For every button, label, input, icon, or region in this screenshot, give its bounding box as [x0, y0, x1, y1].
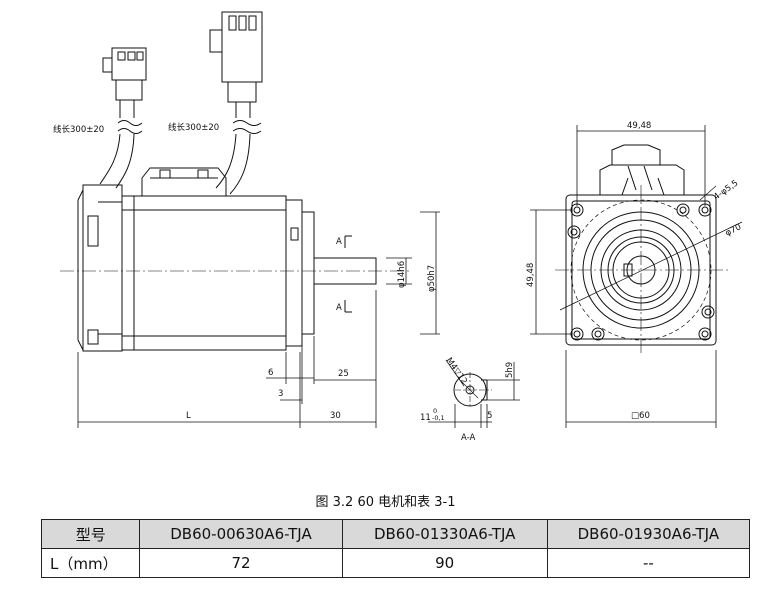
- dim-square-label: □60: [631, 411, 650, 421]
- dim-width-top-label: 49,48: [627, 121, 651, 131]
- dim-circle-label: φ70: [724, 222, 743, 238]
- motor-shaft: [313, 257, 377, 285]
- dim-25-label: 25: [338, 369, 349, 379]
- table-header-cell: 型号: [40, 519, 141, 549]
- cable-outlet-block: [141, 167, 227, 196]
- dim-holes-label: 4-φ5,5: [712, 178, 740, 202]
- dim-length-label: L: [186, 411, 191, 421]
- figure-caption: 图 3.2 60 电机和表 3-1: [315, 495, 456, 510]
- table-cell: L（mm）: [40, 548, 141, 578]
- dim-5-label: 5: [487, 411, 492, 421]
- dim-6-label: 6: [268, 368, 273, 378]
- dim-11-tol-lower: -0,1: [432, 414, 445, 422]
- section-mark-top: A: [336, 237, 342, 247]
- side-dimensions: [77, 211, 440, 428]
- rear-cover: [82, 184, 123, 352]
- dim-height-side-label: 49,48: [526, 263, 536, 287]
- left-connector: [102, 47, 147, 101]
- dim-5h9-label: 5h9: [505, 362, 515, 378]
- right-connector: [209, 11, 263, 103]
- section-label: A-A: [461, 433, 476, 443]
- table-row: L（mm） 72 90 --: [40, 548, 751, 578]
- dim-shaft-label: φ14h6: [397, 261, 407, 288]
- table-header-row: 型号 DB60-00630A6-TJA DB60-01330A6-TJA DB6…: [40, 519, 751, 549]
- cable-length-label-right: 线长300±20: [168, 122, 219, 133]
- dim-pilot-label: φ50h7: [427, 265, 437, 292]
- section-mark-bottom: A: [336, 303, 342, 313]
- table-cell: 90: [341, 548, 548, 578]
- front-dimensions: [530, 125, 717, 428]
- cable-length-label-left: 线长300±20: [53, 124, 104, 135]
- table-cell: --: [546, 548, 751, 578]
- dim-11-label: 11: [420, 413, 431, 423]
- dim-11-tol-upper: 0: [433, 407, 437, 415]
- motor-flange: [285, 199, 303, 347]
- cables: [99, 100, 262, 195]
- dimension-table: 型号 DB60-00630A6-TJA DB60-01330A6-TJA DB6…: [40, 519, 751, 578]
- table-header-cell: DB60-01330A6-TJA: [341, 519, 548, 549]
- table-cell: 72: [139, 548, 343, 578]
- motor-body: [121, 195, 287, 351]
- front-view: [555, 144, 743, 356]
- dim-3-label: 3: [278, 389, 283, 399]
- motor-dimension-drawing: 线长300±20 线长300±20 L 6 3 25 30 A A φ14h6 …: [53, 11, 743, 443]
- table-header-cell: DB60-01930A6-TJA: [546, 519, 751, 549]
- table-header-cell: DB60-00630A6-TJA: [139, 519, 343, 549]
- shaft-section: [428, 359, 520, 428]
- dim-30-label: 30: [330, 411, 341, 421]
